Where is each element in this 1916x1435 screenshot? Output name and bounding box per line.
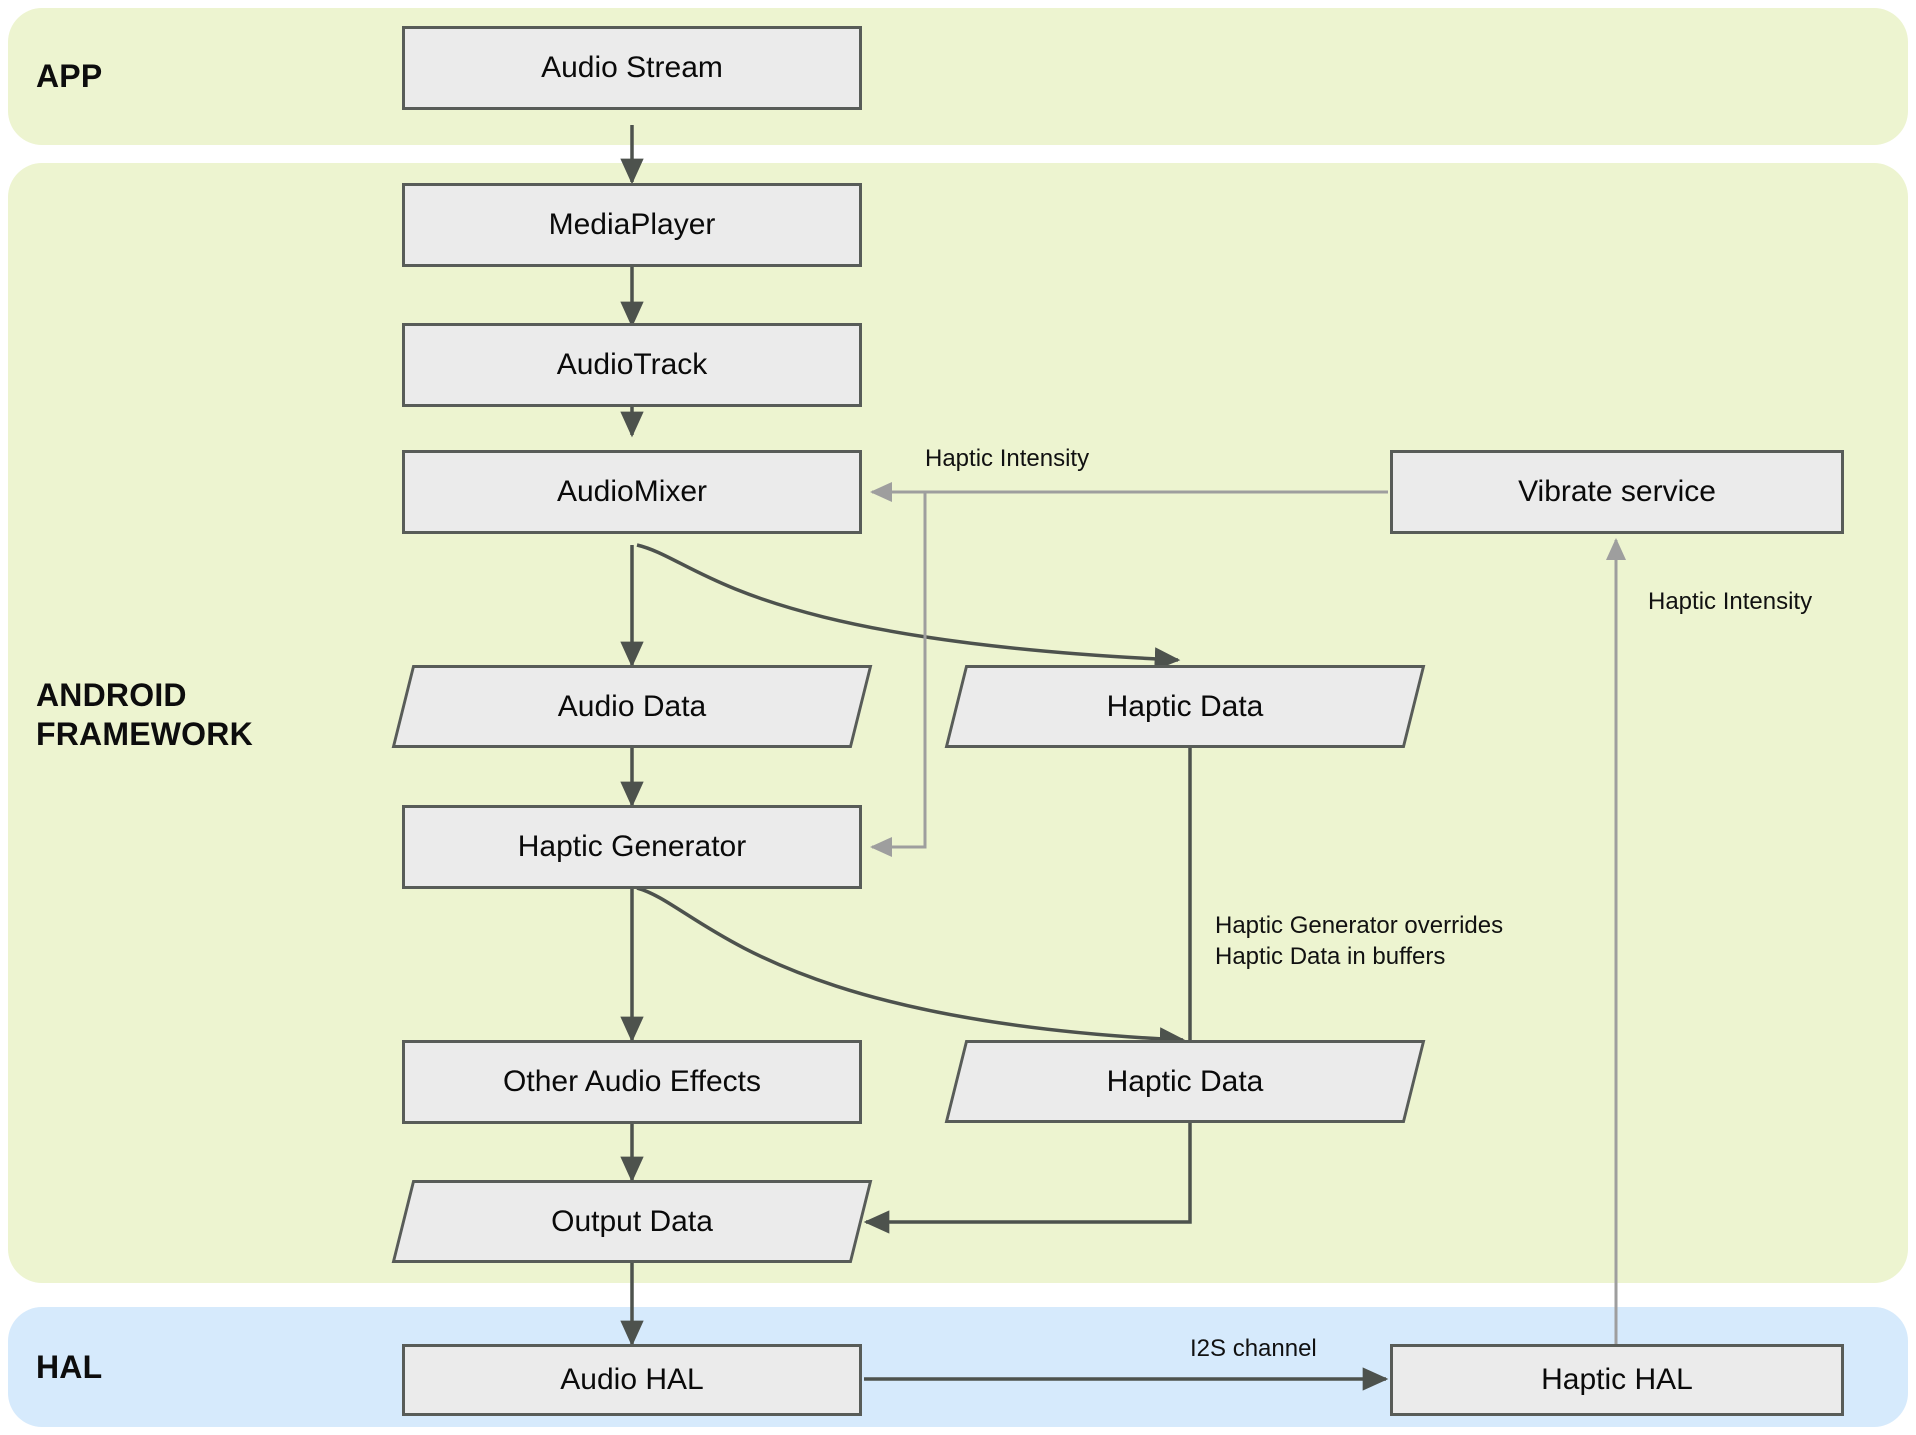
- node-haptic-data-2-label: Haptic Data: [1106, 1064, 1264, 1098]
- node-haptic-hal[interactable]: Haptic HAL: [1390, 1344, 1844, 1416]
- node-haptic-generator[interactable]: Haptic Generator: [402, 805, 862, 889]
- edge-label-haptic-intensity-hal: Haptic Intensity: [1648, 588, 1813, 615]
- node-media-player[interactable]: MediaPlayer: [402, 183, 862, 267]
- node-audio-data[interactable]: Audio Data: [391, 665, 873, 748]
- band-label-framework: ANDROID FRAMEWORK: [36, 677, 253, 753]
- band-label-hal: HAL: [36, 1349, 103, 1385]
- node-audio-data-label: Audio Data: [557, 689, 707, 723]
- node-audio-track[interactable]: AudioTrack: [402, 323, 862, 407]
- node-output-data-label: Output Data: [551, 1204, 713, 1238]
- node-haptic-hal-label: Haptic HAL: [1541, 1363, 1693, 1396]
- node-haptic-data-1-label: Haptic Data: [1106, 689, 1264, 723]
- node-audio-track-label: AudioTrack: [556, 348, 708, 381]
- node-vibrate-service[interactable]: Vibrate service: [1390, 450, 1844, 534]
- node-haptic-data-1[interactable]: Haptic Data: [944, 665, 1426, 748]
- band-app: [8, 8, 1908, 145]
- node-haptic-generator-label: Haptic Generator: [517, 830, 747, 863]
- edge-label-haptic-intensity-mixer: Haptic Intensity: [925, 445, 1090, 472]
- node-other-audio-effects-label: Other Audio Effects: [503, 1065, 761, 1098]
- band-label-app: APP: [36, 58, 103, 94]
- node-media-player-label: MediaPlayer: [548, 208, 716, 241]
- node-other-audio-effects[interactable]: Other Audio Effects: [402, 1040, 862, 1124]
- node-audio-hal[interactable]: Audio HAL: [402, 1344, 862, 1416]
- node-vibrate-service-label: Vibrate service: [1518, 475, 1716, 508]
- node-audio-hal-label: Audio HAL: [560, 1363, 704, 1396]
- node-output-data[interactable]: Output Data: [391, 1180, 873, 1263]
- node-audio-mixer-label: AudioMixer: [556, 475, 708, 508]
- edge-label-i2s-channel: I2S channel: [1190, 1335, 1317, 1362]
- node-audio-mixer[interactable]: AudioMixer: [402, 450, 862, 534]
- node-haptic-data-2[interactable]: Haptic Data: [944, 1040, 1426, 1123]
- node-audio-stream-label: Audio Stream: [541, 51, 723, 84]
- node-audio-stream[interactable]: Audio Stream: [402, 26, 862, 110]
- edge-label-override-note: Haptic Generator overrides Haptic Data i…: [1215, 912, 1504, 971]
